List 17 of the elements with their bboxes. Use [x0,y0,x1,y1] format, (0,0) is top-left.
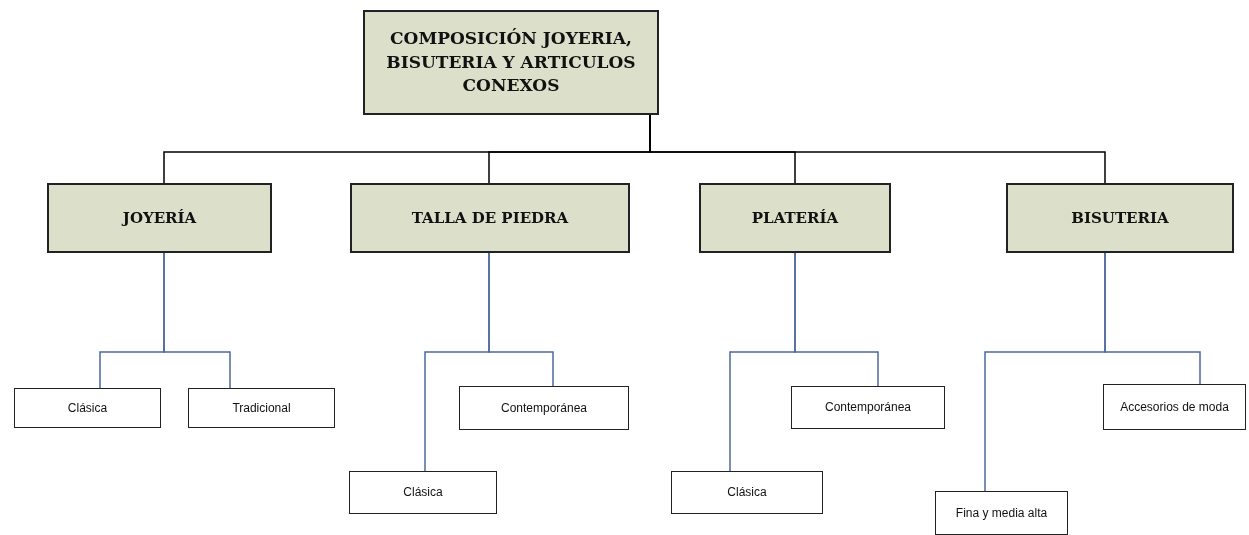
subcategory-box: Clásica [349,471,497,514]
connector-line [729,252,796,472]
subcategory-box: Tradicional [188,388,335,428]
subcategory-box: Clásica [14,388,161,428]
connector-line [984,252,1106,492]
category-box: BISUTERIA [1006,183,1234,253]
subcategory-box: Fina y media alta [935,491,1068,535]
subcategory-box: Clásica [671,471,823,514]
subcategory-box: Contemporánea [791,386,945,429]
category-box: JOYERÍA [47,183,272,253]
category-box: PLATERÍA [699,183,891,253]
connector-line [424,252,490,472]
title-box: COMPOSICIÓN JOYERIA, BISUTERIA Y ARTICULOS CONEXOS [363,10,659,115]
subcategory-box: Contemporánea [459,386,629,430]
subcategory-box: Accesorios de moda [1103,384,1246,430]
category-box: TALLA DE PIEDRA [350,183,630,253]
connector-line [163,252,231,389]
